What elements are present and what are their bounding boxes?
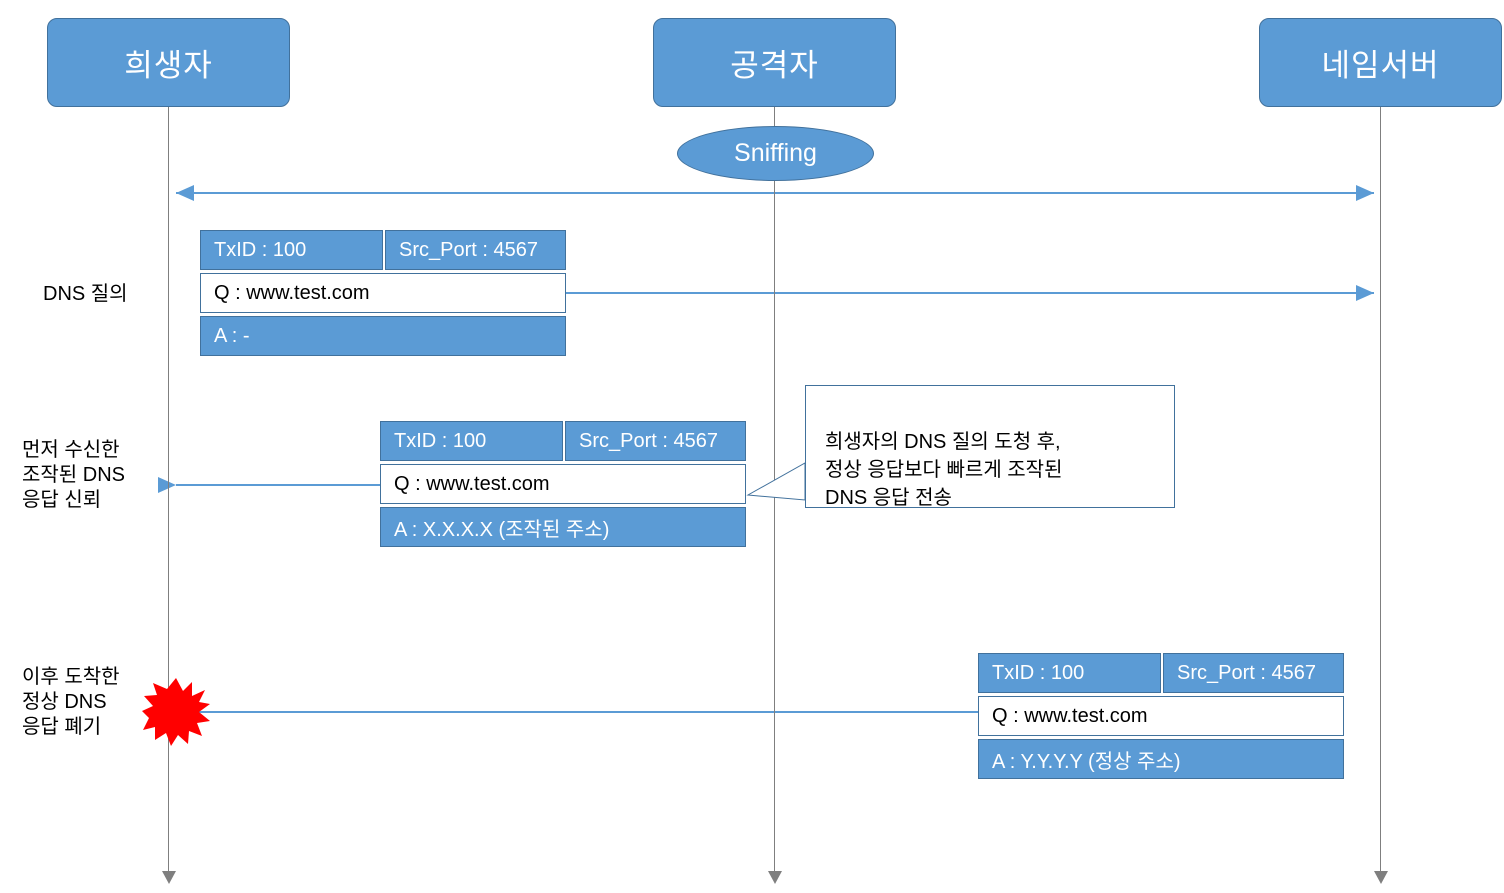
packet-header-row: TxID : 100 Src_Port : 4567	[380, 421, 746, 461]
side-label-legit-discarded: 이후 도착한 정상 DNS 응답 폐기	[22, 666, 120, 738]
lifeline-nameserver	[1380, 107, 1381, 872]
actor-label-victim: 희생자	[124, 48, 213, 83]
callout-box-attack-explanation[interactable]: 희생자의 DNS 질의 도청 후, 정상 응답보다 빠르게 조작된 DNS 응답…	[805, 385, 1175, 509]
packet-question-cell: Q : www.test.com	[978, 696, 1344, 736]
sniffing-label: Sniffing	[734, 139, 817, 167]
packet-txid-cell: TxID : 100	[200, 230, 383, 270]
side-label-dns-query: DNS 질의	[43, 283, 128, 305]
packet-srcport-cell: Src_Port : 4567	[565, 421, 746, 461]
actor-box-attacker[interactable]: 공격자	[653, 18, 896, 107]
actor-label-nameserver: 네임서버	[1321, 48, 1440, 83]
packet-answer-row: A : X.X.X.X (조작된 주소)	[380, 507, 746, 547]
lifeline-arrow-icon-nameserver	[1374, 871, 1388, 884]
actor-box-victim[interactable]: 희생자	[47, 18, 290, 107]
packet-table-forged[interactable]: TxID : 100 Src_Port : 4567 Q : www.test.…	[380, 421, 746, 547]
callout-text: 희생자의 DNS 질의 도청 후, 정상 응답보다 빠르게 조작된 DNS 응답…	[825, 431, 1063, 509]
packet-txid-cell: TxID : 100	[380, 421, 563, 461]
packet-answer-cell: A : X.X.X.X (조작된 주소)	[380, 507, 746, 547]
packet-srcport-cell: Src_Port : 4567	[1163, 653, 1344, 693]
packet-table-legit[interactable]: TxID : 100 Src_Port : 4567 Q : www.test.…	[978, 653, 1344, 779]
packet-question-row: Q : www.test.com	[978, 696, 1344, 736]
packet-table-query[interactable]: TxID : 100 Src_Port : 4567 Q : www.test.…	[200, 230, 566, 356]
packet-answer-row: A : Y.Y.Y.Y (정상 주소)	[978, 739, 1344, 779]
packet-answer-row: A : -	[200, 316, 566, 356]
packet-srcport-cell: Src_Port : 4567	[385, 230, 566, 270]
actor-label-attacker: 공격자	[730, 48, 819, 83]
actor-box-nameserver[interactable]: 네임서버	[1259, 18, 1502, 107]
packet-header-row: TxID : 100 Src_Port : 4567	[200, 230, 566, 270]
explosion-burst-icon	[142, 678, 210, 746]
packet-answer-cell: A : Y.Y.Y.Y (정상 주소)	[978, 739, 1344, 779]
packet-question-cell: Q : www.test.com	[380, 464, 746, 504]
lifeline-arrow-icon-victim	[162, 871, 176, 884]
packet-header-row: TxID : 100 Src_Port : 4567	[978, 653, 1344, 693]
packet-txid-cell: TxID : 100	[978, 653, 1161, 693]
packet-answer-cell: A : -	[200, 316, 566, 356]
packet-question-row: Q : www.test.com	[200, 273, 566, 313]
packet-question-cell: Q : www.test.com	[200, 273, 566, 313]
sniffing-annotation-ellipse[interactable]: Sniffing	[677, 126, 874, 181]
packet-question-row: Q : www.test.com	[380, 464, 746, 504]
side-label-forged-trusted: 먼저 수신한 조작된 DNS 응답 신뢰	[22, 439, 125, 511]
lifeline-victim	[168, 107, 169, 872]
lifeline-arrow-icon-attacker	[768, 871, 782, 884]
